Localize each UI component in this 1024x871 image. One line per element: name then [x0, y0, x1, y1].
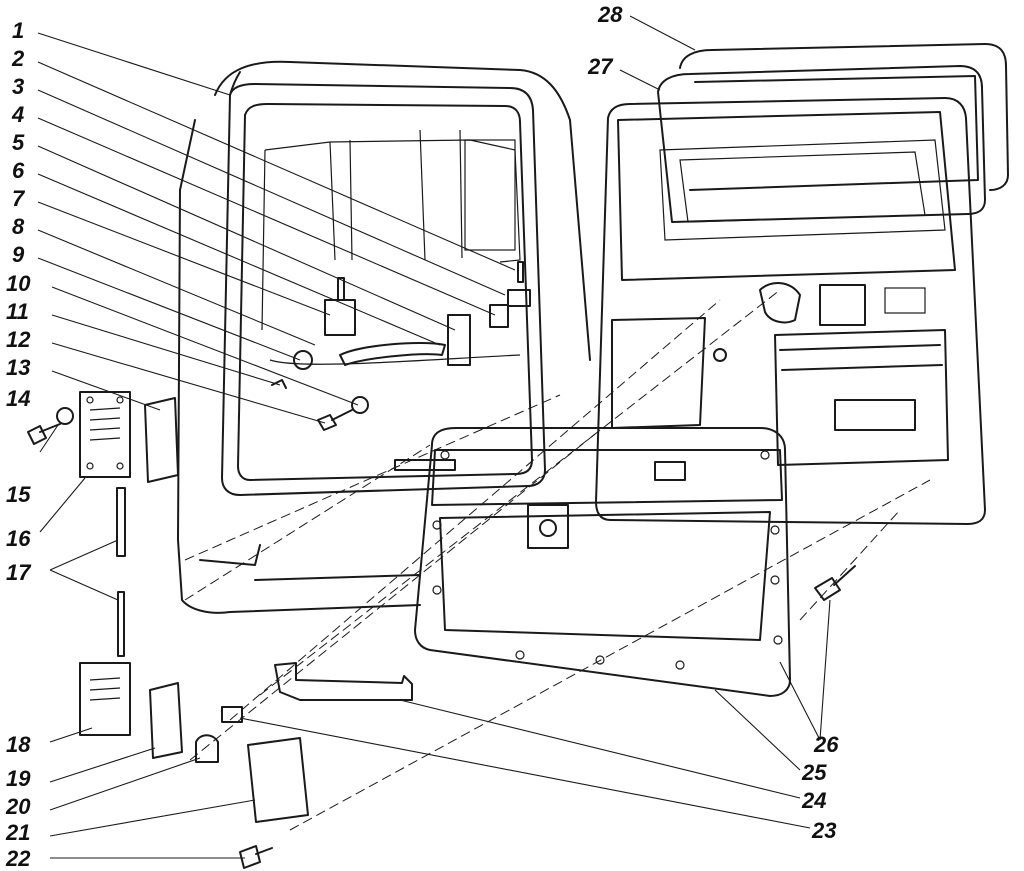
callout-5: 5 [12, 130, 25, 155]
callout-26: 26 [813, 732, 839, 757]
callout-3: 3 [12, 74, 24, 99]
callout-14: 14 [6, 386, 30, 411]
callout-27: 27 [587, 54, 614, 79]
callout-20: 20 [5, 794, 31, 819]
callout-4: 4 [11, 102, 24, 127]
callout-21: 21 [5, 820, 30, 845]
callout-28: 28 [597, 2, 623, 27]
callout-labels: 1 2 3 4 5 6 7 8 9 10 11 12 13 14 15 16 1… [5, 2, 839, 871]
callout-22: 22 [5, 846, 31, 871]
callout-18: 18 [6, 732, 31, 757]
callout-25: 25 [801, 760, 827, 785]
callout-19: 19 [6, 766, 31, 791]
callout-17: 17 [6, 560, 32, 585]
trim-panel [414, 427, 791, 697]
assembly-lines [184, 289, 931, 831]
callout-10: 10 [6, 271, 31, 296]
callout-2: 2 [11, 46, 25, 71]
callout-13: 13 [6, 355, 30, 380]
left-door [221, 83, 546, 496]
callout-15: 15 [6, 482, 31, 507]
callout-leaders [37, 15, 831, 859]
hardware-parts [27, 261, 856, 869]
callout-23: 23 [811, 818, 836, 843]
right-door [595, 97, 986, 525]
callout-12: 12 [6, 327, 31, 352]
callout-8: 8 [12, 214, 25, 239]
callout-24: 24 [801, 788, 826, 813]
callout-11: 11 [6, 299, 29, 324]
callout-7: 7 [12, 186, 26, 211]
callout-16: 16 [6, 526, 31, 551]
callout-9: 9 [12, 242, 25, 267]
callout-6: 6 [12, 158, 25, 183]
window-seals [657, 43, 1009, 223]
body-outline [177, 60, 591, 614]
callout-1: 1 [12, 18, 24, 43]
